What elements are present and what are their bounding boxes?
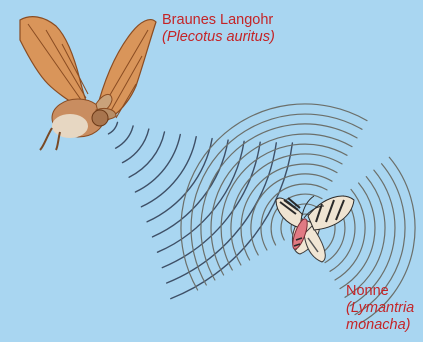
- call-wave-arc: [109, 122, 118, 133]
- call-wave-arc: [123, 129, 149, 163]
- moth-common-name: Nonne: [346, 283, 414, 300]
- bat-common-name: Braunes Langohr: [162, 12, 275, 29]
- moth-scientific-name-line1: (Lymantria: [346, 300, 414, 317]
- bat-label: Braunes Langohr (Plecotus auritus): [162, 12, 275, 46]
- moth-scientific-name-line2: monacha): [346, 317, 414, 334]
- bat-illustration: [20, 17, 156, 150]
- call-wave-arc: [141, 137, 196, 207]
- moth-label: Nonne (Lymantria monacha): [346, 283, 414, 334]
- bat-scientific-name: (Plecotus auritus): [162, 29, 275, 46]
- call-wave-arc: [116, 126, 134, 148]
